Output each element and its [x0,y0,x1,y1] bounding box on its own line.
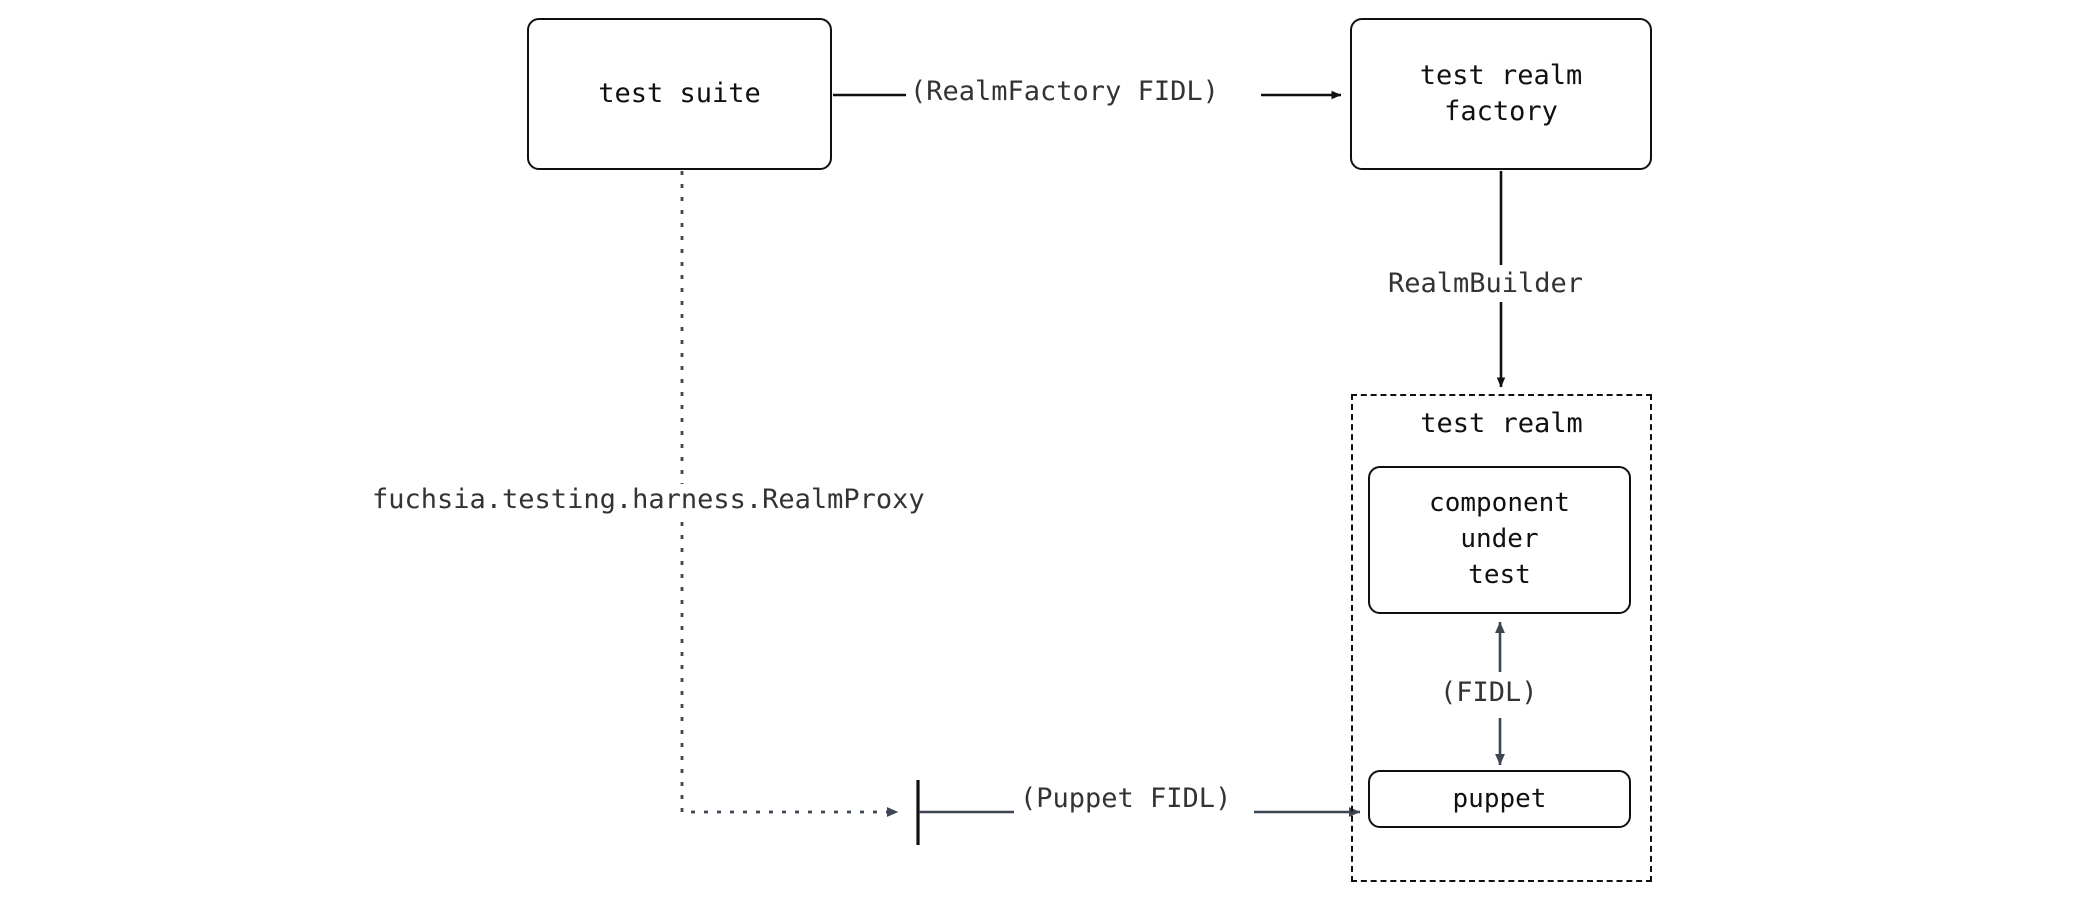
node-test-realm-factory[interactable]: test realm factory [1350,18,1652,170]
node-component-under-test[interactable]: component under test [1368,466,1631,614]
edge-label-realm-factory-fidl: (RealmFactory FIDL) [908,76,1221,107]
edge-label-realm-proxy: fuchsia.testing.harness.RealmProxy [370,484,927,515]
node-test-suite[interactable]: test suite [527,18,832,170]
group-test-realm-label: test realm [1420,408,1583,439]
edge-suite-to-puppet-proxy [680,171,899,818]
edge-label-realm-builder: RealmBuilder [1386,268,1586,299]
edge-label-fidl: (FIDL) [1438,677,1540,708]
node-puppet[interactable]: puppet [1368,770,1631,828]
group-test-realm [1351,394,1652,882]
edge-label-puppet-fidl: (Puppet FIDL) [1018,783,1234,814]
